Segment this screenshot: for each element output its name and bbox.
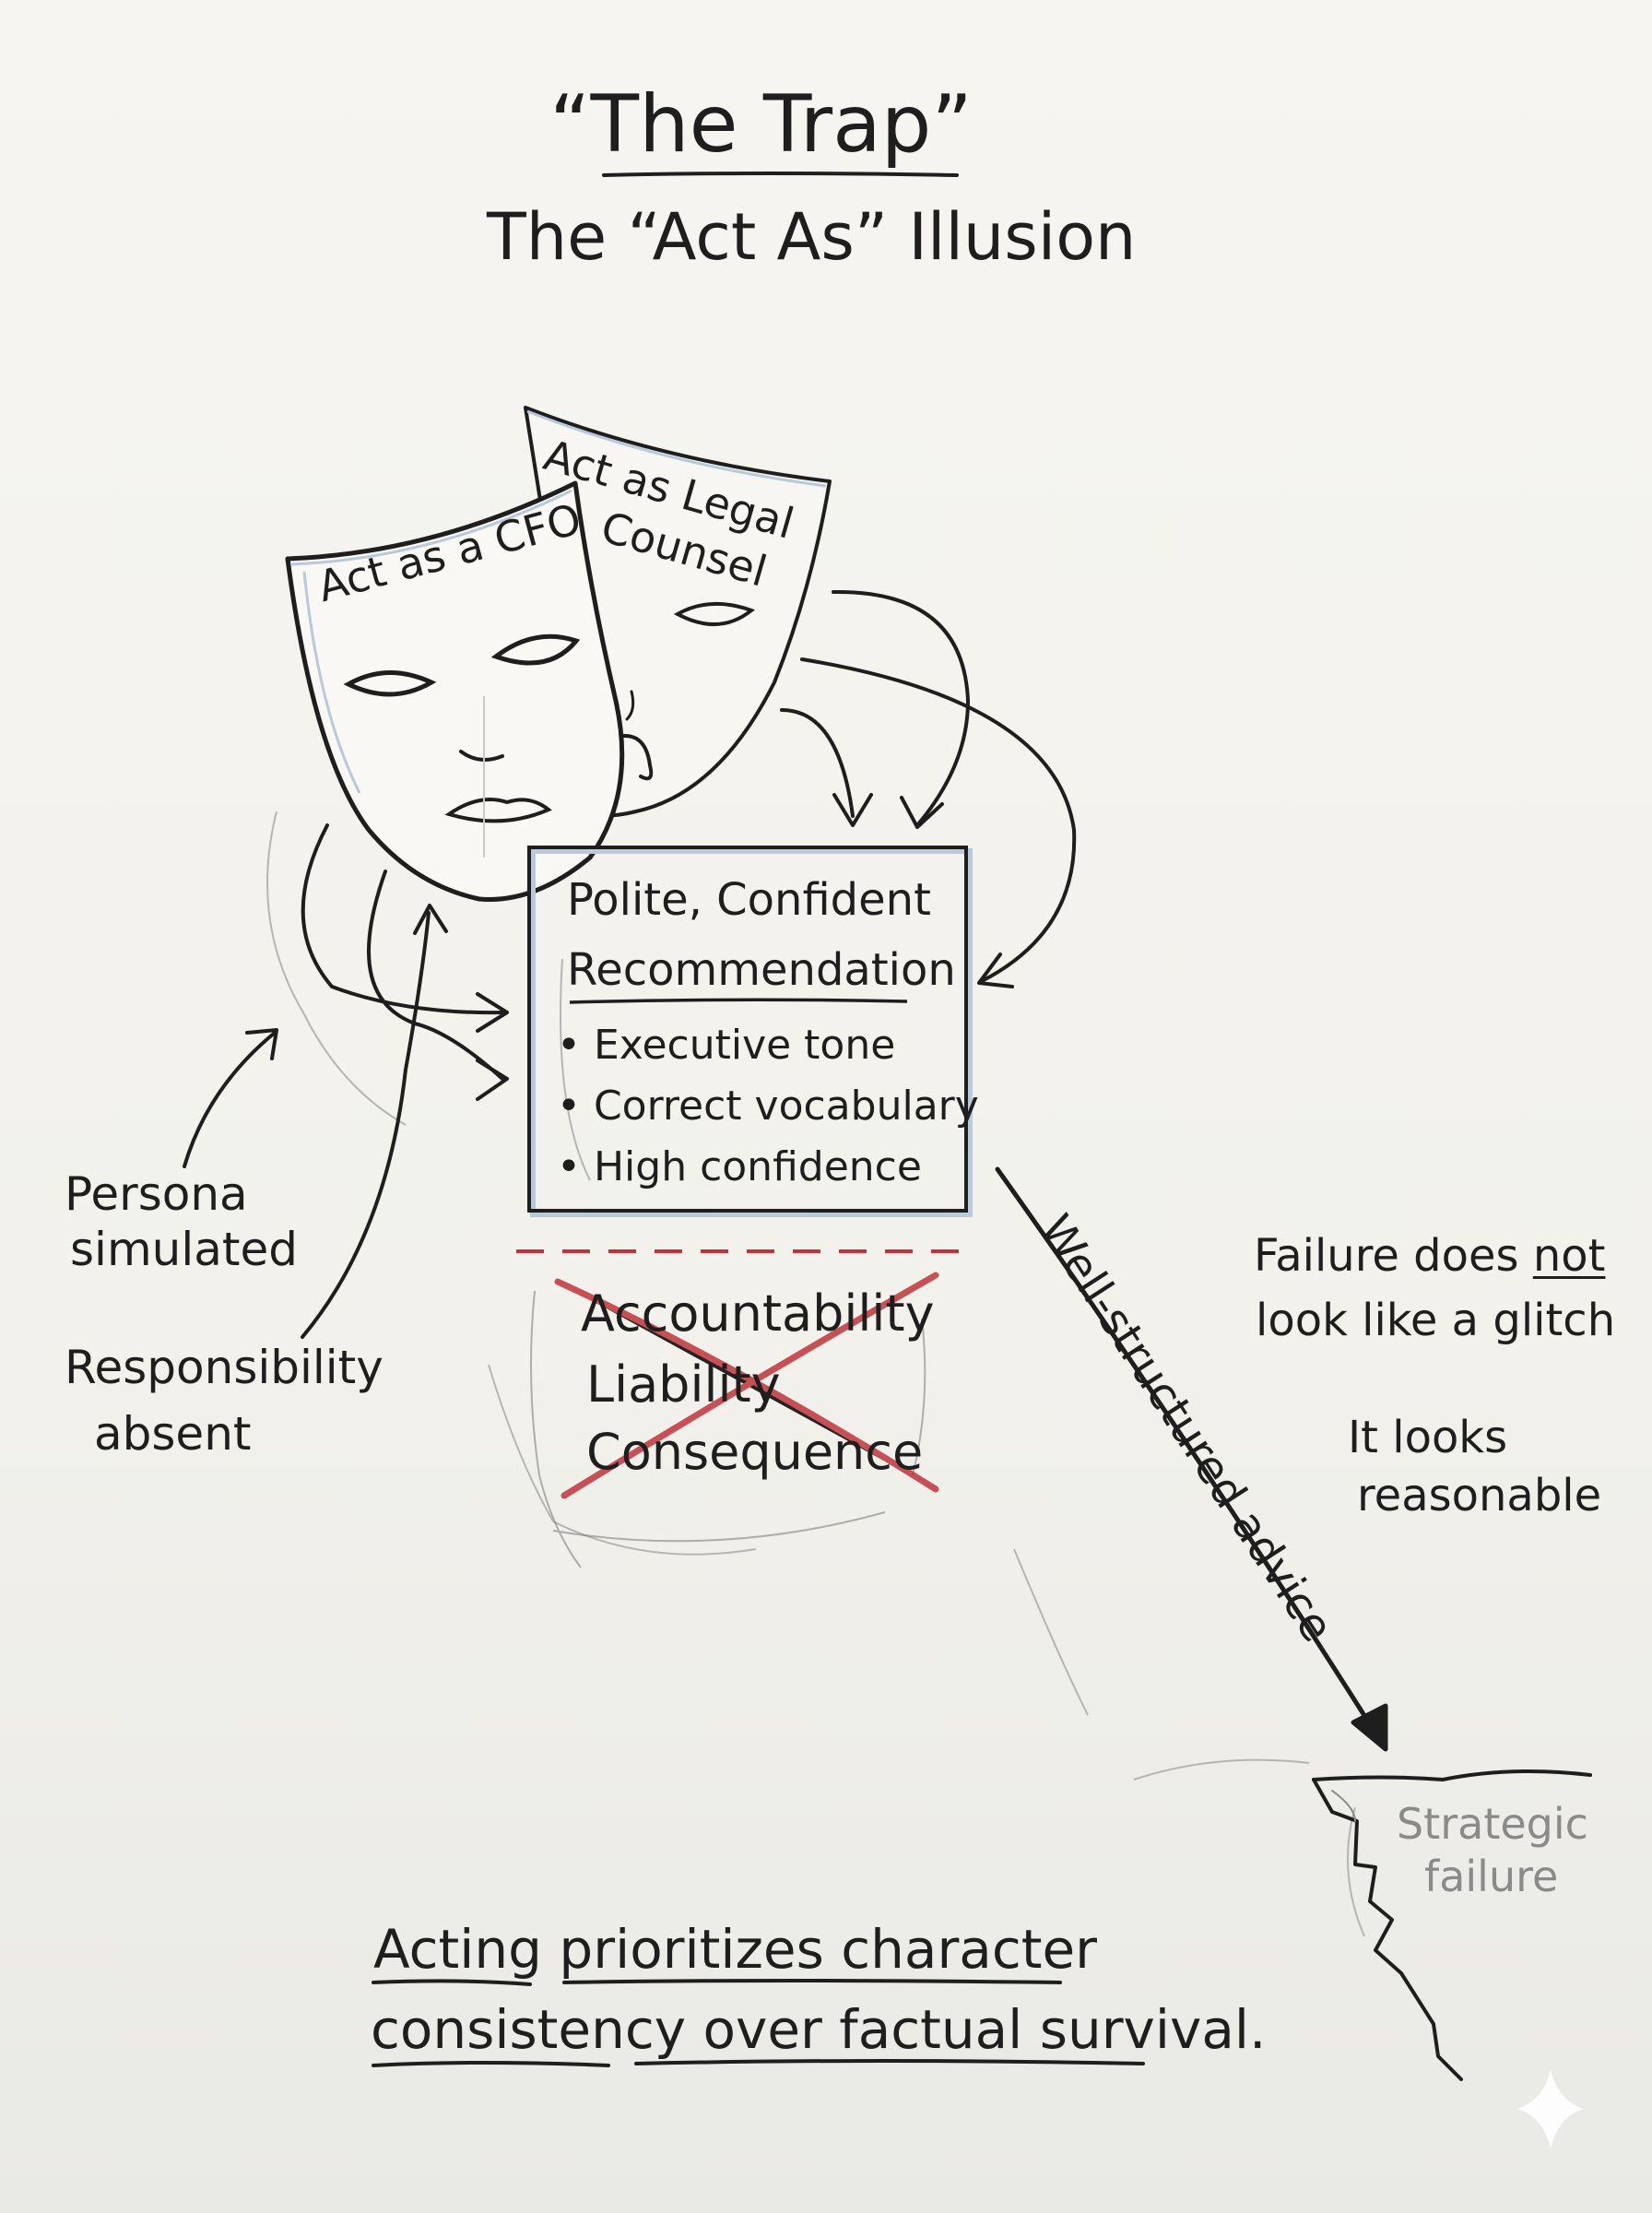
cfo-mask-mouth-icon — [444, 798, 552, 823]
persona-note-line2: simulated — [70, 1223, 298, 1276]
output-box — [527, 846, 973, 1217]
cfo-mask-right-eye-icon — [490, 633, 581, 666]
missing-item-liability: Liability — [586, 1355, 781, 1414]
looks-note-line1: It looks — [1348, 1412, 1508, 1463]
strategic-failure-line2: failure — [1424, 1852, 1559, 1901]
charcoal-smudge — [530, 1290, 926, 1568]
looks-note-line2: reasonable — [1357, 1470, 1602, 1521]
missing-item-accountability: Accountability — [581, 1284, 935, 1343]
persona-arrow — [183, 1031, 277, 1168]
box-title-underline — [569, 998, 908, 1004]
responsibility-note-line1: Responsibility — [65, 1341, 384, 1394]
cliff-icon — [1312, 1769, 1592, 2081]
footer-line1: Acting prioritizes character — [373, 1918, 1098, 1981]
failure-note-line2: look like a glitch — [1256, 1295, 1616, 1346]
title-underline — [602, 172, 959, 177]
failure-note-line1: Failure does not — [1254, 1230, 1606, 1282]
strategic-failure-line1: Strategic — [1397, 1799, 1588, 1849]
box-bullet-2: • Correct vocabulary — [557, 1083, 979, 1130]
page-title: “The Trap” — [549, 78, 973, 171]
red-cross-out-icon — [554, 1272, 939, 1499]
cfo-mask-nose-icon — [459, 750, 504, 762]
responsibility-note-line2: absent — [94, 1407, 252, 1461]
failure-note-emphasis: not — [1532, 1230, 1606, 1282]
footer-line2: consistency over factual survival. — [371, 1998, 1267, 2061]
box-bullet-1: • Executive tone — [557, 1022, 896, 1069]
missing-item-consequence: Consequence — [586, 1423, 924, 1481]
persona-note-line1: Persona — [65, 1167, 248, 1221]
mask-to-box-arrows — [301, 589, 1077, 1101]
footer-underlines — [372, 1979, 1145, 2067]
box-title-line2: Recommendation — [567, 944, 956, 996]
sparkle-icon — [1517, 2070, 1584, 2148]
responsibility-arrow — [301, 911, 431, 1339]
left-note-arrows — [183, 904, 448, 1339]
box-bullet-3: • High confidence — [557, 1143, 922, 1190]
well-structured-arrow — [995, 1166, 1388, 1752]
legal-mask-mouth-icon — [611, 734, 654, 781]
box-title-line1: Polite, Confident — [567, 874, 931, 926]
legal-mask-eye-icon — [673, 601, 756, 626]
page-subtitle: The “Act As” Illusion — [487, 199, 1137, 275]
cfo-mask — [285, 480, 625, 902]
cfo-mask-left-eye-icon — [343, 670, 437, 697]
pencil-sketch — [266, 811, 1365, 1937]
